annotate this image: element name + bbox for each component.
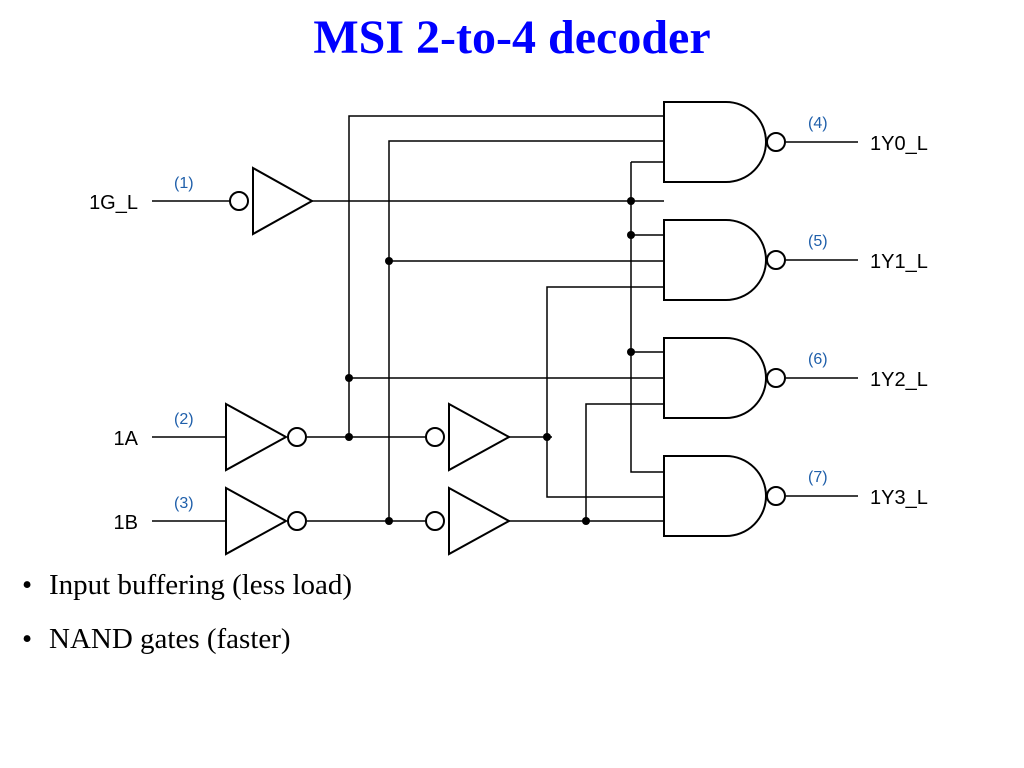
junction-dot <box>627 231 635 239</box>
pin-label-2: (2) <box>174 411 194 428</box>
nand-body <box>663 219 767 301</box>
buffer-1a-second <box>425 402 512 472</box>
inversion-bubble <box>766 486 786 506</box>
pin-label-4: (4) <box>808 115 828 132</box>
junction-dot <box>627 348 635 356</box>
buffer-1g <box>229 166 315 236</box>
junction-dot <box>345 374 353 382</box>
nand-body <box>663 455 767 537</box>
bullet-item: NAND gates (faster) <box>22 612 352 666</box>
bus-b <box>585 403 664 521</box>
junction-dot <box>385 257 393 265</box>
output-label-1y1: 1Y1_L <box>870 251 928 273</box>
buffer-triangle <box>448 402 512 472</box>
input-label-1b: 1B <box>114 512 138 534</box>
nand-gate-0 <box>663 101 786 183</box>
bullet-list: Input buffering (less load) NAND gates (… <box>22 558 352 666</box>
inversion-bubble <box>229 191 249 211</box>
buffer-triangle <box>225 486 289 556</box>
output-labels: (4) 1Y0_L (5) 1Y1_L (6) 1Y2_L (7) 1Y3_L <box>808 115 928 509</box>
buffer-triangle <box>252 166 315 236</box>
bus-g <box>630 161 664 473</box>
pin-label-6: (6) <box>808 351 828 368</box>
inversion-bubble <box>766 250 786 270</box>
input-label-1g: 1G_L <box>89 192 138 214</box>
buffer-1b-second <box>425 486 512 556</box>
junction-dot <box>627 197 635 205</box>
pin-label-7: (7) <box>808 469 828 486</box>
inversion-bubble <box>766 132 786 152</box>
bullet-item: Input buffering (less load) <box>22 558 352 612</box>
nand-gate-2 <box>663 337 786 419</box>
nand-gate-3 <box>663 455 786 537</box>
junction-dots <box>345 197 635 525</box>
output-label-1y2: 1Y2_L <box>870 369 928 391</box>
bus-a-bar <box>348 115 664 437</box>
wires <box>152 115 858 522</box>
inversion-bubble <box>425 511 445 531</box>
nand-gate-1 <box>663 219 786 301</box>
junction-dot <box>543 433 551 441</box>
buffer-1a <box>225 402 307 472</box>
inversion-bubble <box>766 368 786 388</box>
bus-a <box>546 286 664 498</box>
buffer-1b <box>225 486 307 556</box>
input-label-1a: 1A <box>114 428 139 450</box>
output-label-1y0: 1Y0_L <box>870 133 928 155</box>
slide-title: MSI 2-to-4 decoder <box>313 11 711 64</box>
pin-label-5: (5) <box>808 233 828 250</box>
nand-body <box>663 337 767 419</box>
output-label-1y3: 1Y3_L <box>870 487 928 509</box>
buffer-triangle <box>225 402 289 472</box>
junction-dot <box>582 517 590 525</box>
junction-dot <box>385 517 393 525</box>
pin-label-1: (1) <box>174 175 194 192</box>
buffer-triangle <box>448 486 512 556</box>
bus-b-bar <box>388 140 664 521</box>
inversion-bubble <box>425 427 445 447</box>
input-labels: 1G_L (1) 1A (2) 1B (3) <box>89 175 194 534</box>
inversion-bubble <box>287 427 307 447</box>
pin-label-3: (3) <box>174 495 194 512</box>
inversion-bubble <box>287 511 307 531</box>
nand-body <box>663 101 767 183</box>
junction-dot <box>345 433 353 441</box>
